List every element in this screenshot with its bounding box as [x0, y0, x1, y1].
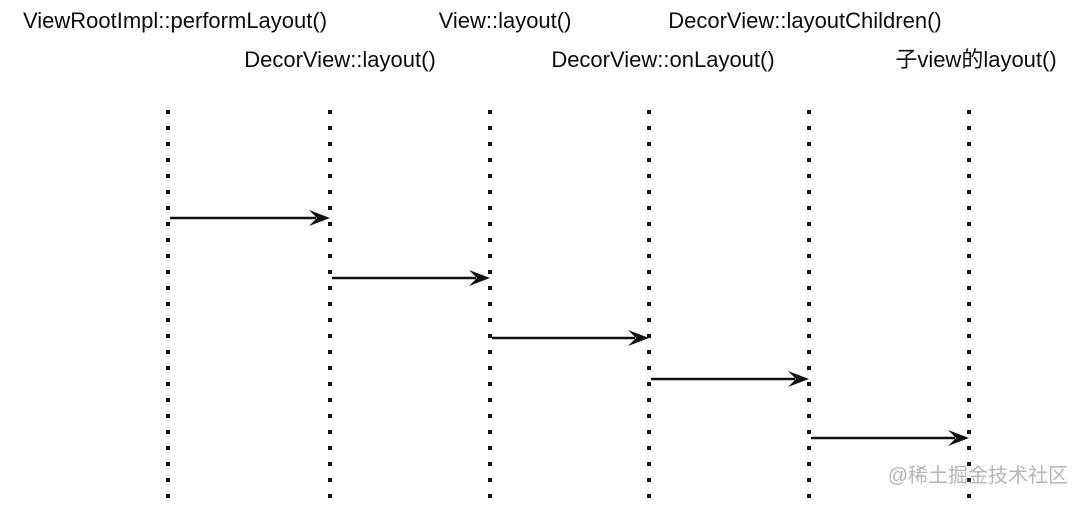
lifeline-viewrootimpl-performlayout: [166, 110, 170, 500]
call-arrow-4-decorview-onlayout-to-decorview-layoutchildren: [651, 371, 809, 387]
lifeline-label-viewrootimpl-performlayout: ViewRootImpl::performLayout(): [22, 8, 328, 33]
watermark: @稀土掘金技术社区: [887, 465, 1068, 487]
lifeline-label-decorview-onlayout: DecorView::onLayout(): [551, 47, 775, 72]
call-arrow-3-view-layout-to-decorview-onlayout: [492, 330, 649, 346]
lifeline-child-view-layout: [967, 110, 971, 500]
arrowhead-icon: [309, 210, 330, 226]
arrowhead-icon: [788, 371, 809, 387]
lifeline-label-view-layout: View::layout(): [438, 8, 572, 33]
call-arrow-1-viewrootimpl-performlayout-to-decorview-layout: [170, 210, 330, 226]
lifeline-decorview-onlayout: [647, 110, 651, 500]
lifeline-view-layout: [488, 110, 492, 500]
lifeline-label-decorview-layoutchildren: DecorView::layoutChildren(): [668, 8, 942, 33]
arrowhead-icon: [469, 270, 490, 286]
lifeline-label-decorview-layout: DecorView::layout(): [244, 47, 436, 72]
lifeline-decorview-layoutchildren: [807, 110, 811, 500]
lifeline-decorview-layout: [328, 110, 332, 500]
arrowhead-icon: [948, 430, 969, 446]
arrowhead-icon: [628, 330, 649, 346]
call-arrow-2-decorview-layout-to-view-layout: [332, 270, 490, 286]
call-arrow-5-decorview-layoutchildren-to-child-view-layout: [811, 430, 969, 446]
lifeline-label-child-view-layout: 子view的layout(): [895, 47, 1057, 72]
